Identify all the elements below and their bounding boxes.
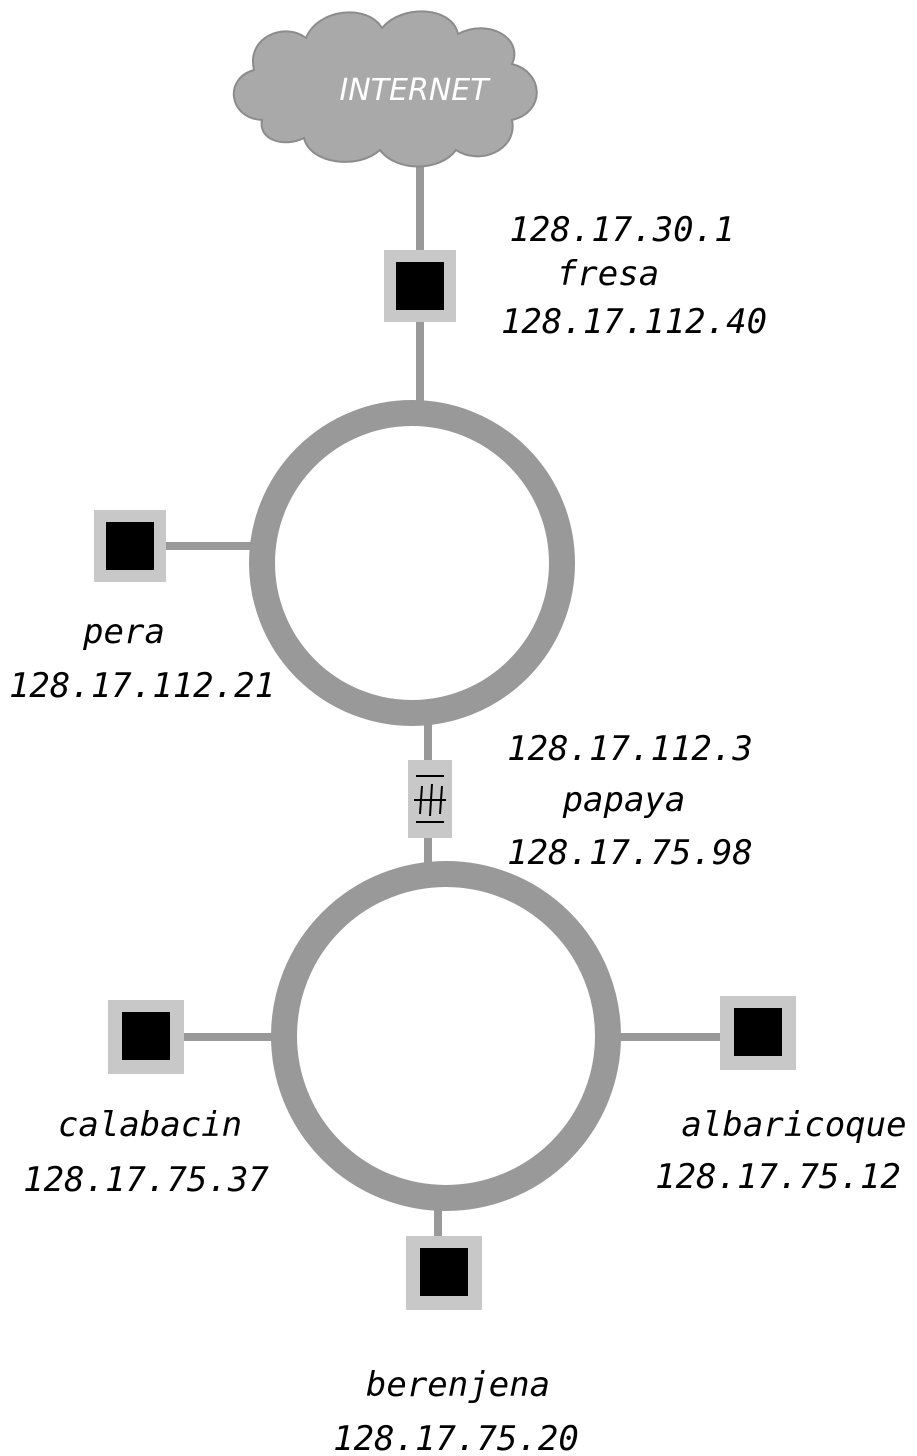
labels: 128.17.30.1 fresa 128.17.112.40 pera 128…: [9, 210, 907, 1456]
calabacin-host-icon: [108, 1000, 184, 1074]
links: [166, 160, 722, 1238]
albaricoque-ip: 128.17.75.12: [655, 1157, 901, 1197]
calabacin-ip: 128.17.75.37: [23, 1160, 269, 1200]
calabacin-name: calabacin: [58, 1105, 242, 1145]
albaricoque-name: albaricoque: [681, 1105, 906, 1145]
berenjena-ip: 128.17.75.20: [333, 1419, 579, 1456]
fresa-ip-top: 128.17.30.1: [509, 210, 734, 250]
papaya-ip-top: 128.17.112.3: [507, 729, 753, 769]
pera-name: pera: [82, 612, 165, 652]
cloud-label: INTERNET: [339, 73, 491, 108]
pera-ip: 128.17.112.21: [9, 666, 275, 706]
papaya-router-icon: [408, 760, 452, 838]
upper-network-ring: [249, 400, 575, 726]
internet-cloud-icon: INTERNET: [232, 10, 538, 168]
fresa-name: fresa: [557, 254, 659, 294]
fresa-ip-bottom: 128.17.112.40: [501, 302, 767, 342]
papaya-name: papaya: [562, 780, 686, 820]
lower-network-ring: [271, 861, 621, 1211]
papaya-ip-bottom: 128.17.75.98: [507, 833, 753, 873]
fresa-host-icon: [384, 250, 456, 322]
albaricoque-host-icon: [720, 996, 796, 1070]
berenjena-name: berenjena: [366, 1365, 550, 1405]
berenjena-host-icon: [406, 1236, 482, 1310]
pera-host-icon: [94, 510, 166, 582]
